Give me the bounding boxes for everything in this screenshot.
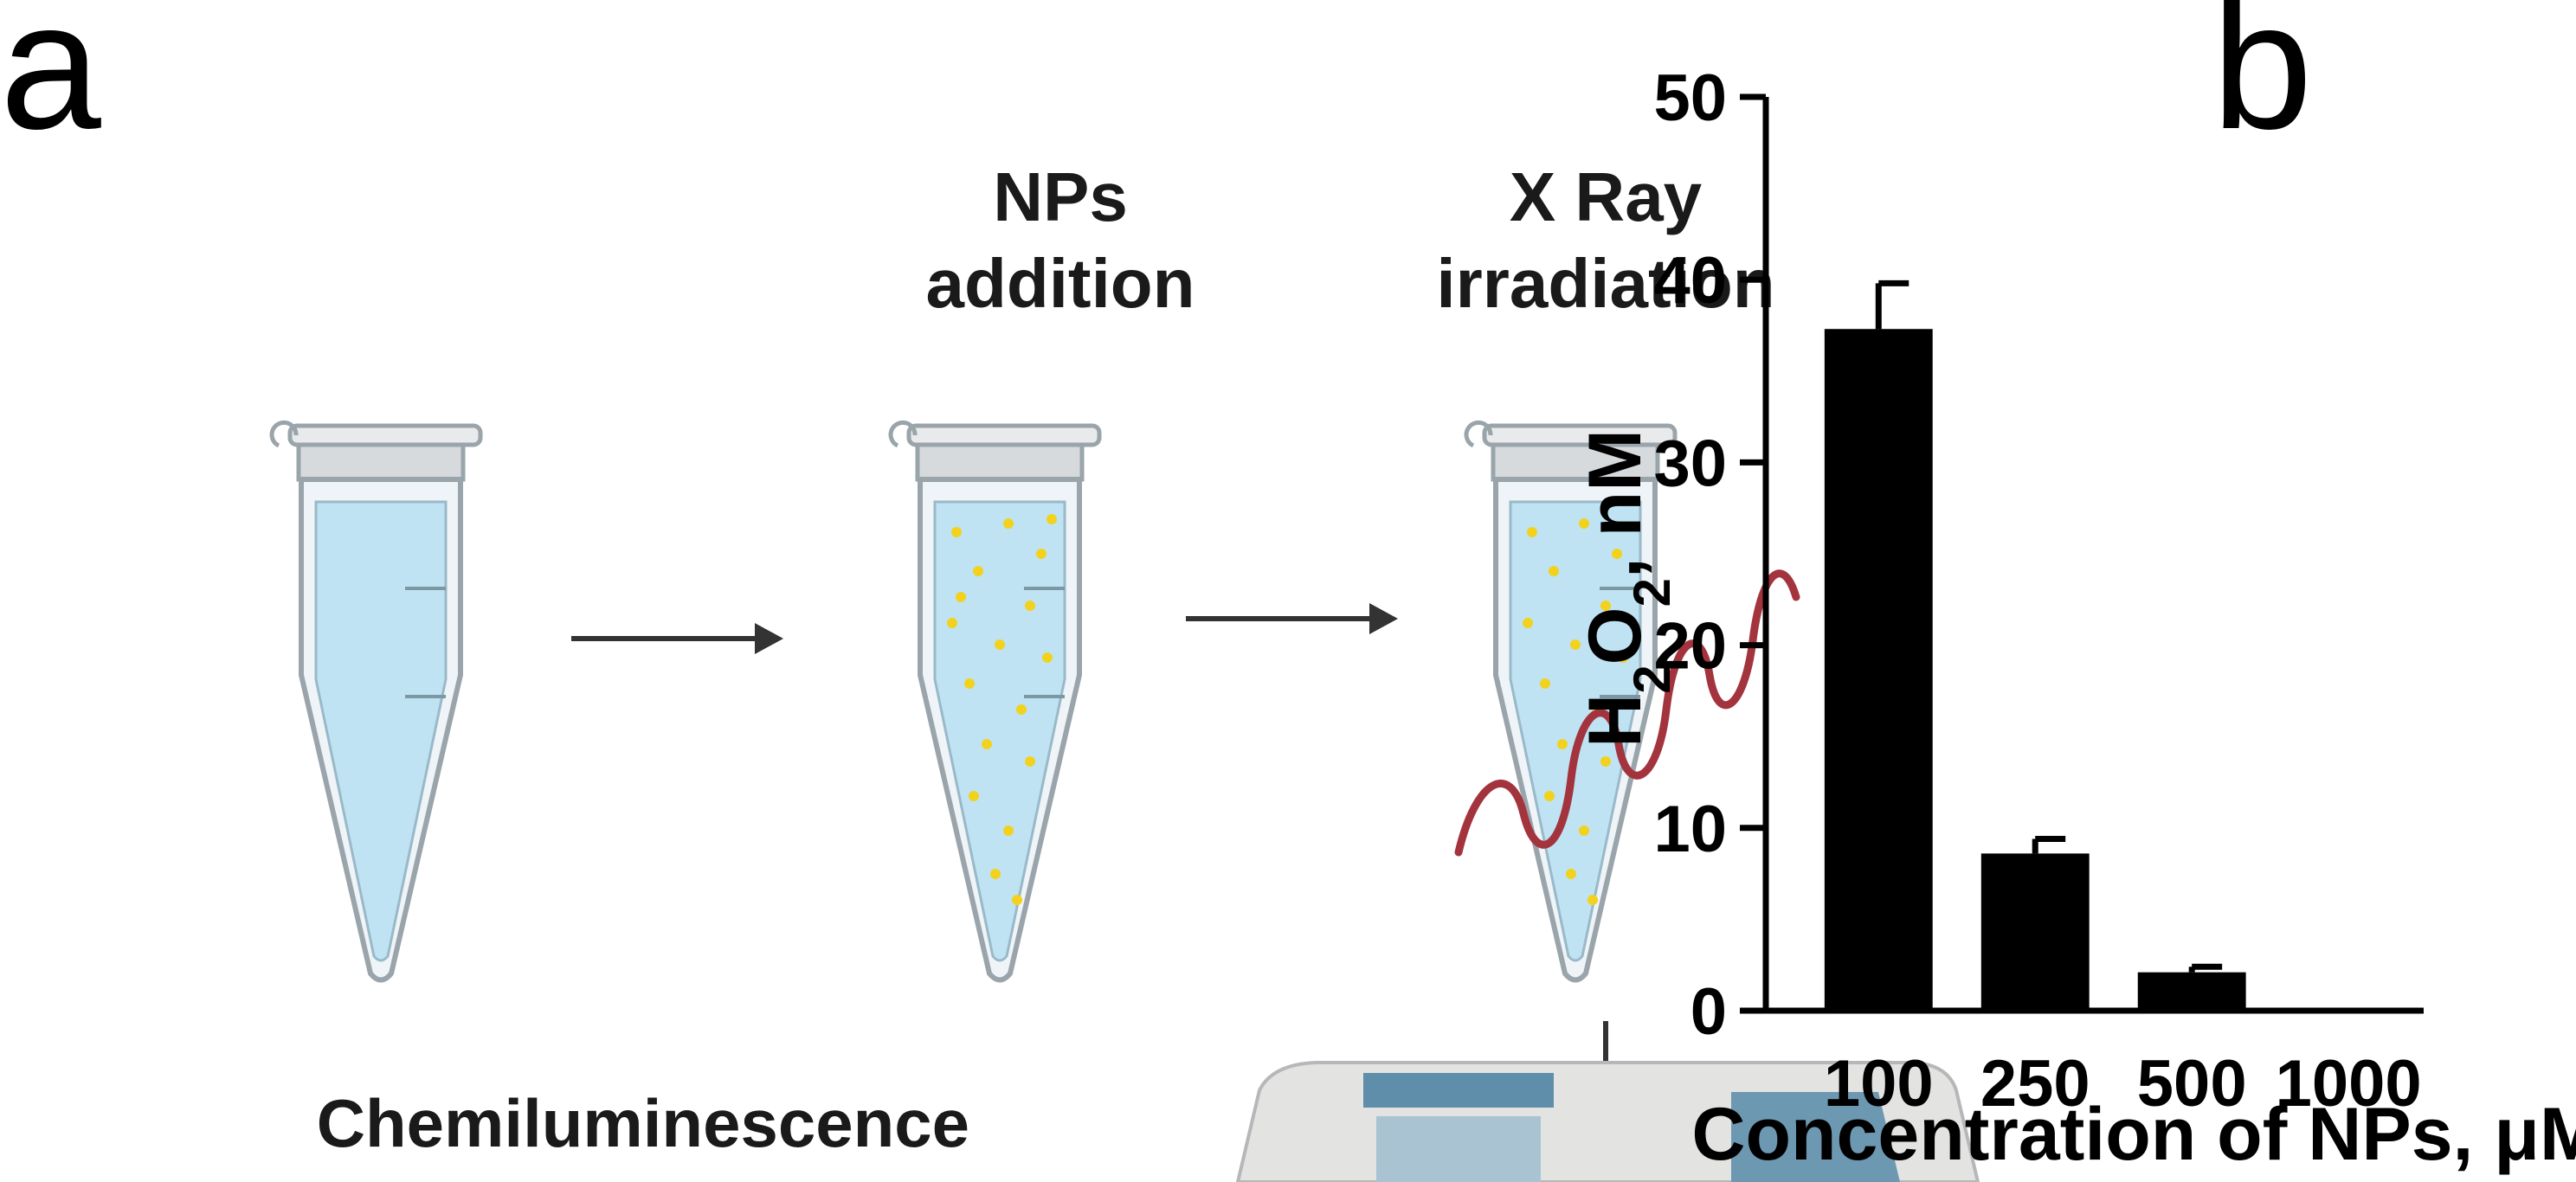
x-tick-label: 1000 [2276,1047,2422,1121]
step1-label-line2: addition [925,245,1195,322]
y-axis-label: H2O2, nM [1574,429,1681,748]
y-label-o: O [1574,607,1657,665]
tube-nanoparticles-icon [888,420,1102,983]
step1-label-line1: NPs [993,158,1128,235]
y-label-unit: , nM [1574,429,1657,578]
y-label-sub2: 2 [1623,578,1681,607]
y-tick-label: 10 [1653,793,1727,866]
x-axis-ticks: 100 250 500 1000 [1824,1047,2422,1121]
bar-500 [2137,972,2246,1011]
y-tick-label: 0 [1690,975,1727,1049]
bar-100 [1824,329,1933,1011]
y-label-h: H [1574,694,1657,748]
y-tick-label: 20 [1653,610,1727,684]
analysis-label-line1: Chemiluminescence [317,1085,969,1161]
step2-label-line2: irradiation [1436,245,1774,322]
error-bar-500 [2188,963,2223,973]
xray-wave-icon [1454,569,1800,857]
y-axis-ticks: 0 10 20 30 40 50 [1653,61,1766,1049]
spectrophotometer-icon [1235,1061,1980,1182]
tube-empty-icon [269,420,483,983]
y-tick-label: 50 [1653,61,1727,135]
step2-label-line1: X Ray [1510,158,1703,235]
error-bar-100 [1875,279,1909,330]
x-tick-label: 250 [1980,1047,2090,1121]
x-tick-label: 500 [2137,1047,2247,1121]
panel-a-letter: a [0,0,101,167]
arrow-right-icon [571,623,783,654]
y-tick-label: 30 [1653,427,1727,500]
x-tick-label: 100 [1824,1047,1934,1121]
error-bar-250 [2032,835,2066,854]
x-axis-label: Concentration of NPs, μM [1691,1093,2576,1176]
arrow-right-icon [1186,603,1398,634]
panel-b-letter: b [2212,0,2313,167]
y-tick-label: 40 [1653,244,1727,318]
bar-250 [1980,853,2090,1011]
y-label-sub1: 2 [1623,665,1681,693]
bars [1824,279,2246,1011]
tube-xray-icon [1464,420,1678,983]
